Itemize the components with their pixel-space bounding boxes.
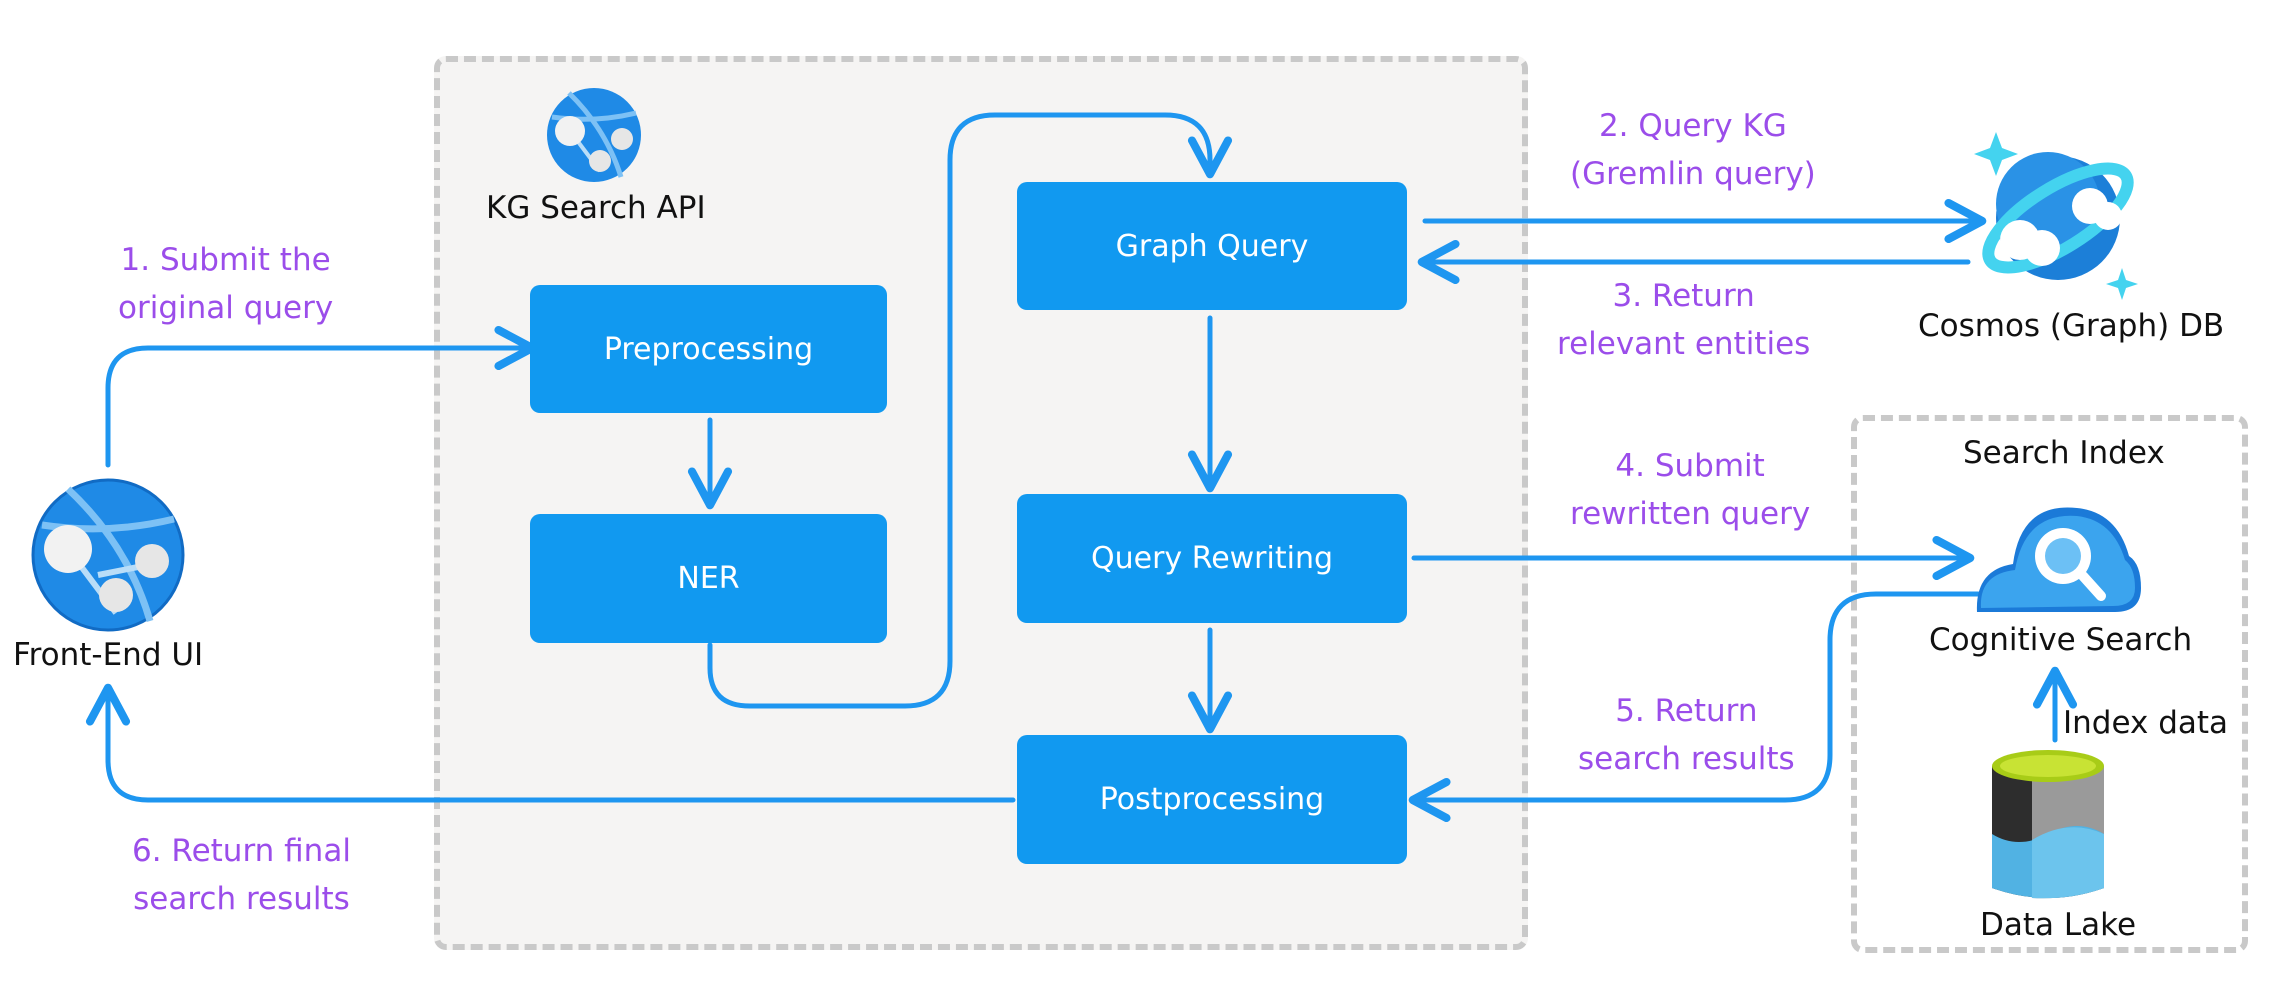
graph-query-box: Graph Query <box>1017 182 1407 310</box>
step-3-label: 3. Return relevant entities <box>1557 278 1811 362</box>
step-1-label: 1. Submit the original query <box>118 242 334 326</box>
step-2-label: 2. Query KG (Gremlin query) <box>1570 108 1816 192</box>
step-6-label: 6. Return final search results <box>132 833 351 917</box>
kg-search-api-title: KG Search API <box>486 190 706 226</box>
arrow-postprocessing-to-frontend <box>85 683 1016 803</box>
arrow-cognitive-search-to-postprocessing <box>1408 591 1981 823</box>
ner-label: NER <box>677 561 740 596</box>
postprocessing-box: Postprocessing <box>1017 735 1407 864</box>
web-app-globe-icon <box>31 478 185 632</box>
query-rewriting-box: Query Rewriting <box>1017 494 1407 623</box>
index-data-label: Index data <box>2063 705 2229 741</box>
data-lake-cylinder-icon <box>1992 750 2104 899</box>
arrow-ner-to-graph-query <box>707 112 1233 709</box>
cosmos-db-planet-icon <box>1974 132 2138 300</box>
preprocessing-label: Preprocessing <box>603 331 814 367</box>
step-5-label: 5. Return search results <box>1578 693 1795 777</box>
graph-query-label: Graph Query <box>1115 228 1309 264</box>
cognitive-search-label: Cognitive Search <box>1929 622 2193 658</box>
ner-box: NER <box>530 514 887 643</box>
cosmos-label: Cosmos (Graph) DB <box>1918 308 2225 344</box>
cloud-search-icon <box>1976 507 2141 612</box>
query-rewriting-label: Query Rewriting <box>1090 541 1334 576</box>
postprocessing-label: Postprocessing <box>1099 782 1325 817</box>
preprocessing-box: Preprocessing <box>530 285 887 413</box>
search-index-title: Search Index <box>1963 435 2165 471</box>
step-4-label: 4. Submit rewritten query <box>1570 448 1811 532</box>
data-lake-label: Data Lake <box>1980 907 2137 943</box>
web-app-globe-icon <box>547 88 641 182</box>
frontend-label: Front-End UI <box>13 637 204 673</box>
arrow-frontend-to-preprocessing <box>105 325 537 468</box>
